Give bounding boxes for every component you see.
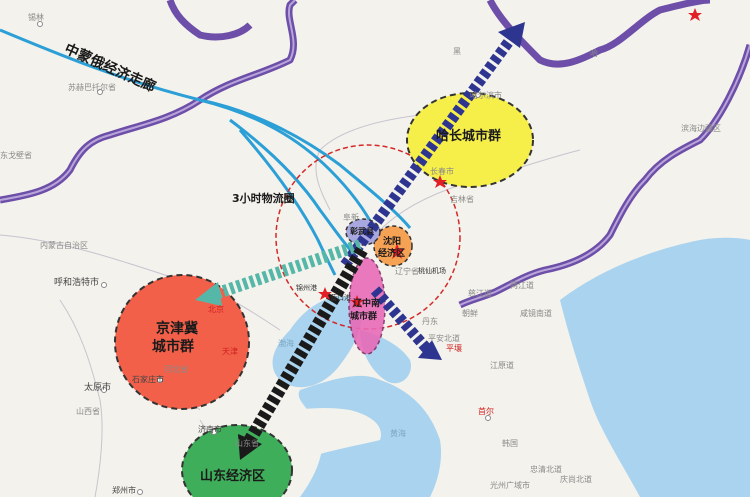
place-lianggang: 两江道: [510, 281, 534, 290]
russia-border-north: [486, 0, 711, 68]
shenyang-star: [389, 243, 405, 259]
place-chungbuk: 忠清北道: [530, 465, 562, 474]
place-korea: 韩国: [502, 439, 518, 448]
place-sukhbaatar: 苏赫巴托尔省: [68, 83, 116, 92]
place-harbin: 哈尔滨市: [470, 91, 502, 100]
place-fuxin: 阜新: [343, 213, 359, 222]
arrow-northeast: [340, 22, 525, 269]
arrow-west: [195, 239, 362, 306]
place-shanxi: 山西省: [76, 407, 100, 416]
jingjinji-cluster: [114, 274, 250, 410]
place-taiyuan: 太原市: [84, 383, 112, 393]
place-heilongjiang: 黑: [453, 47, 461, 56]
place-jinan: 济南市: [198, 425, 222, 434]
place-dandong: 丹东: [422, 317, 438, 326]
corridor-branch-west: [238, 129, 337, 276]
place-yingkou: 营口港: [330, 294, 351, 302]
shenyang-label-2: 经济区: [378, 249, 406, 259]
mongolia-border-inner: [0, 0, 296, 201]
place-taoxian: 桃仙机场: [418, 267, 446, 275]
place-northkorea: 朝鲜: [462, 309, 478, 318]
sea-yellow: 黄海: [390, 429, 406, 438]
russia-border-top: [166, 0, 253, 41]
place-pyongyang: 平壤: [446, 344, 462, 353]
arrow-southwest: [238, 246, 368, 460]
jinzhou-star: [318, 287, 332, 300]
place-cixi: 慈江道: [468, 289, 492, 298]
bohai-sea: [272, 296, 362, 388]
shandong-label: 山东经济区: [200, 469, 266, 484]
place-pyongan: 平安北道: [428, 334, 460, 343]
place-gangwon: 江原道: [490, 361, 514, 370]
place-hebei: 河北省: [164, 365, 188, 374]
russia-border-east-inner: [459, 44, 750, 306]
changchun-star: [433, 175, 447, 188]
logistics-circle-label: 3小时物流圈: [232, 192, 295, 205]
zhangwu-label: 彰武县: [350, 227, 374, 236]
arrow-southeast: [370, 286, 442, 360]
place-jilin: 吉林省: [450, 195, 474, 204]
anshan-star: [350, 295, 364, 308]
place-gyeongbuk: 庆尚北道: [560, 475, 592, 484]
city-dots: [37, 21, 491, 495]
corridor-lines: [0, 28, 412, 276]
jingjinji-label-1: 京津冀: [156, 321, 198, 337]
place-jinzhou: 锦州港: [296, 284, 317, 292]
place-hohhot: 呼和浩特市: [54, 278, 100, 288]
place-xilin: 锡林: [28, 13, 44, 22]
place-inner-mongolia: 内蒙古自治区: [40, 241, 88, 250]
sea-bohai: 渤海: [278, 339, 294, 348]
place-gwangju: 光州广域市: [490, 481, 530, 490]
corridor-branch-mid: [229, 118, 357, 257]
place-changchun: 长春市: [430, 167, 454, 176]
place-liaoning: 辽宁省: [395, 267, 419, 276]
place-zhengzhou: 郑州市: [112, 486, 136, 495]
place-shandong-prov: 山东省: [235, 439, 259, 448]
place-hamnam: 咸镜南道: [520, 309, 552, 318]
place-shijiazhuang: 石家庄市: [132, 375, 164, 384]
jingjinji-label-2: 城市群: [152, 339, 194, 355]
place-primorsky: 滨海边疆区: [681, 124, 721, 133]
shandong-cluster: [181, 424, 293, 497]
shenyang-label-1: 沈阳: [383, 237, 402, 247]
place-seoul: 首尔: [478, 407, 494, 416]
harbin-changchun-label: 哈长城市群: [436, 129, 502, 144]
harbin-star: [688, 8, 702, 21]
corridor-main: [0, 28, 377, 231]
korean-peninsula: [428, 295, 571, 497]
place-tianjin: 天津: [222, 347, 238, 356]
shenyang-cluster: [373, 225, 413, 267]
liaozhongnan-label-2: 城市群: [350, 312, 378, 322]
place-beijing: 北京: [208, 305, 224, 314]
place-khabarovsk: 哈: [590, 49, 598, 58]
east-sea: [560, 237, 750, 497]
liaozhongnan-label-1: 辽中南: [353, 299, 381, 309]
place-dornogovi: 东戈壁省: [0, 151, 32, 160]
